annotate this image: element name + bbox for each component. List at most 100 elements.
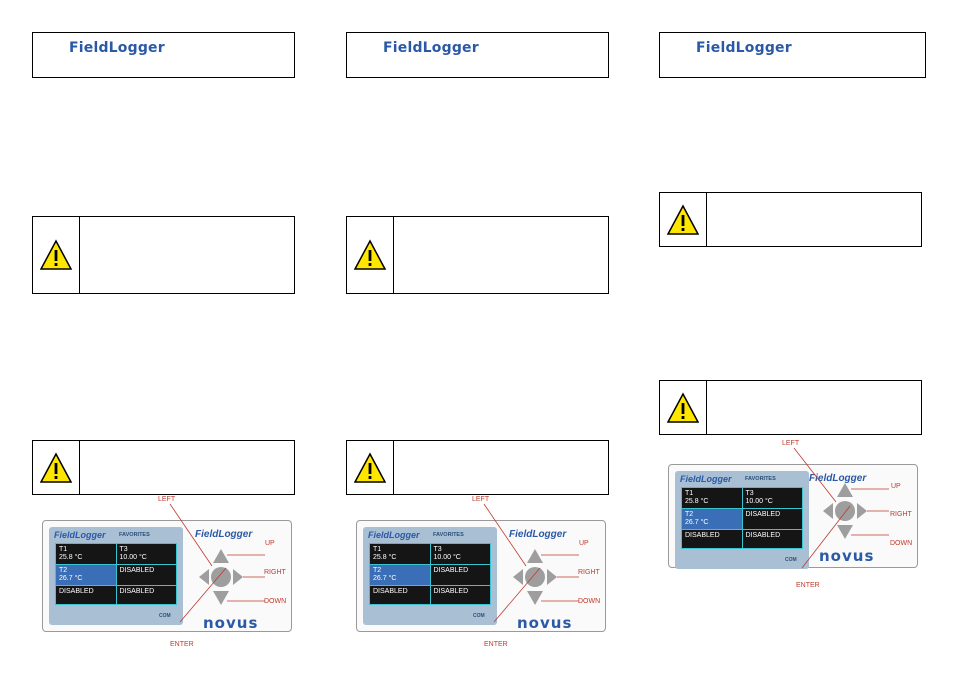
screen-logo: FieldLogger — [368, 530, 420, 540]
nav-callout-lines — [483, 503, 541, 623]
right-key-shape — [547, 569, 557, 585]
novus-logo: novus — [517, 614, 573, 632]
warning-icon — [40, 451, 72, 483]
warning-icon — [354, 239, 386, 270]
channel-cell: DISABLED — [430, 586, 490, 604]
screen-logo: FieldLogger — [54, 530, 106, 540]
com-indicator: COM — [473, 613, 485, 619]
screen-logo: FieldLogger — [680, 474, 732, 484]
channel-cell: DISABLED — [370, 586, 430, 604]
down-label: DOWN — [890, 540, 913, 547]
left-label: LEFT — [158, 496, 176, 503]
up-key-shape — [527, 549, 543, 563]
channel-cell: DISABLED — [56, 586, 116, 604]
novus-logo: novus — [819, 547, 875, 565]
fieldlogger-logo: FieldLogger — [696, 40, 792, 56]
warning-icon — [667, 391, 699, 423]
side-logo: FieldLogger — [195, 529, 253, 540]
up-key-shape — [213, 549, 229, 563]
left-key-shape — [199, 569, 209, 585]
down-label: DOWN — [264, 598, 287, 605]
down-key-shape — [213, 591, 229, 605]
nav-keypad — [199, 549, 265, 605]
right-key-shape — [233, 569, 243, 585]
screen-title: FAVORITES — [119, 532, 150, 538]
enter-label: ENTER — [484, 641, 508, 648]
down-key-shape — [527, 591, 543, 605]
screen-title: FAVORITES — [745, 476, 776, 482]
warning-icon-cell — [33, 441, 80, 494]
warning-box-6 — [659, 380, 922, 435]
left-label: LEFT — [782, 440, 800, 447]
channel-cell: DISABLED — [116, 565, 176, 585]
novus-logo: novus — [203, 614, 259, 632]
channel-cell: DISABLED — [116, 586, 176, 604]
up-label: UP — [579, 540, 589, 547]
warning-icon — [667, 203, 699, 235]
right-label: RIGHT — [890, 511, 912, 518]
warning-box-5 — [659, 192, 922, 247]
right-key-shape — [857, 503, 867, 519]
channel-cell: DISABLED — [742, 509, 802, 529]
up-key-shape — [837, 483, 853, 497]
warning-icon — [354, 451, 386, 483]
warning-box-2 — [32, 440, 295, 495]
page-header-2: FieldLogger — [346, 32, 609, 78]
down-key-shape — [837, 525, 853, 539]
side-logo: FieldLogger — [509, 529, 567, 540]
page-header-3: FieldLogger — [659, 32, 926, 78]
right-label: RIGHT — [578, 569, 600, 576]
warning-box-3 — [346, 216, 609, 294]
nav-callout-lines — [169, 503, 227, 623]
warning-box-1 — [32, 216, 295, 294]
left-label: LEFT — [472, 496, 490, 503]
warning-box-4 — [346, 440, 609, 495]
fieldlogger-logo: FieldLogger — [383, 40, 479, 56]
warning-icon-cell — [660, 193, 707, 246]
channel-cell: DISABLED — [430, 565, 490, 585]
enter-label: ENTER — [796, 582, 820, 589]
down-label: DOWN — [578, 598, 601, 605]
warning-icon-cell — [660, 381, 707, 434]
left-key-shape — [513, 569, 523, 585]
enter-key-shape — [525, 567, 545, 587]
nav-keypad — [513, 549, 579, 605]
left-key-shape — [823, 503, 833, 519]
up-label: UP — [891, 483, 901, 490]
screen-title: FAVORITES — [433, 532, 464, 538]
com-indicator: COM — [159, 613, 171, 619]
warning-icon-cell — [347, 441, 394, 494]
nav-callout-lines — [793, 447, 851, 569]
up-label: UP — [265, 540, 275, 547]
enter-key-shape — [211, 567, 231, 587]
page-header-1: FieldLogger — [32, 32, 295, 78]
side-logo: FieldLogger — [809, 473, 867, 484]
enter-label: ENTER — [170, 641, 194, 648]
warning-icon — [40, 239, 72, 270]
warning-icon-cell — [347, 217, 394, 293]
fieldlogger-logo: FieldLogger — [69, 40, 165, 56]
com-indicator: COM — [785, 557, 797, 563]
right-label: RIGHT — [264, 569, 286, 576]
warning-icon-cell — [33, 217, 80, 293]
